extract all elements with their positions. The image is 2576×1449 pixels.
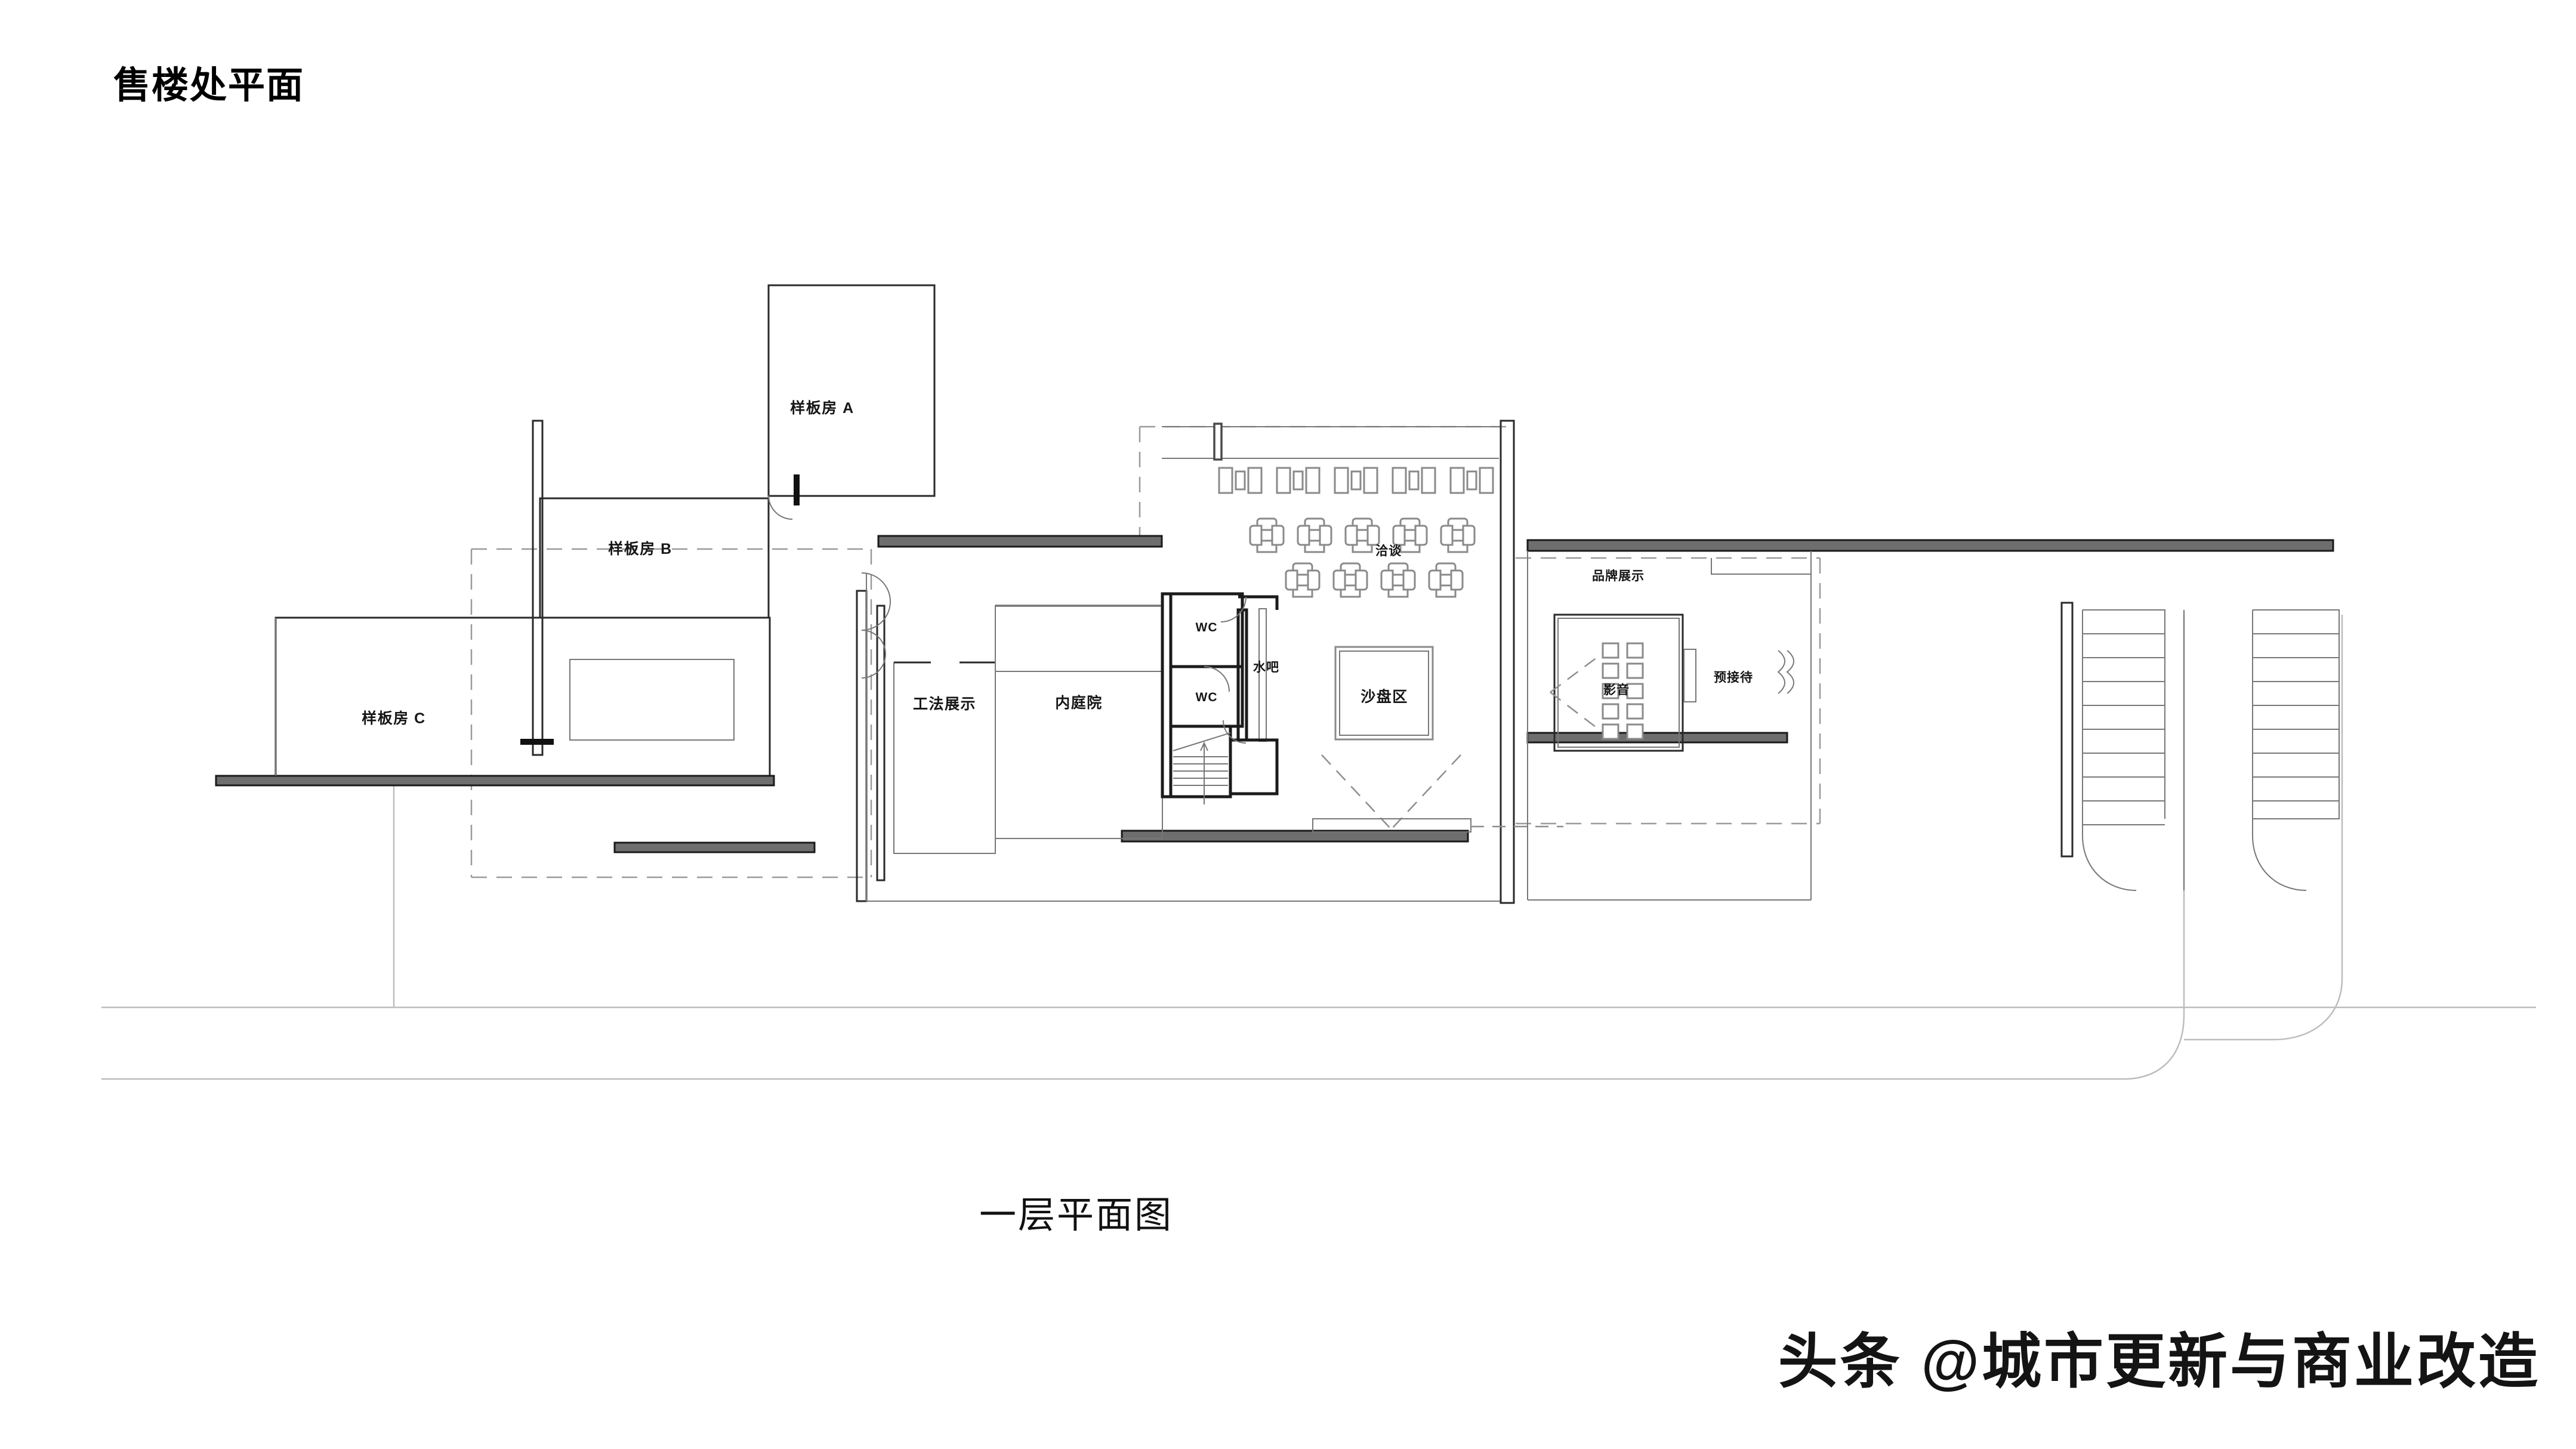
round-table-set [1285,562,1321,598]
figure-caption-text: 一层平面图 [979,1195,1173,1236]
round-table-set [1332,562,1368,598]
door-swing-left-lower [861,630,886,679]
room-label-inner-courtyard: 内庭院 [1055,694,1103,711]
misc-door-swings [768,495,891,679]
round-table-set [1428,562,1464,598]
slab-band-left-lower [215,775,775,787]
column-mark-1 [794,474,800,505]
room-label-wc-upper: WC [1196,621,1218,634]
round-table-set [1392,517,1428,553]
room-label-pre-reception: 预接待 [1714,670,1753,685]
room-inner-courtyard: 内庭院 [995,605,1163,839]
door-swing-wc [1204,666,1230,692]
display-units-row [1162,423,1499,494]
service-core: WC WC 水吧 [1161,592,1279,804]
site-context-lines [101,615,2536,1080]
slab-band-center-lower [1121,830,1469,843]
parking-bays-right-block [2183,609,2340,891]
room-label-brand-display: 品牌展示 [1592,569,1645,583]
room-av: 影音 [1550,613,1684,752]
door-swing-model-a [768,495,793,520]
entrance-sightlines [1312,754,1563,833]
door-swing-bar-bot [1223,720,1247,744]
room-label-av: 影音 [1603,683,1630,697]
slab-band-center-upper [877,535,1163,548]
round-table-set [1344,517,1380,553]
negotiation-tables: 洽谈 [1249,517,1476,598]
page-title: 售楼处平面 [113,65,305,106]
column-mark-2 [520,739,554,745]
room-pre-reception: 预接待 [1683,649,1794,702]
room-label-model-a: 样板房 A [790,399,854,417]
door-swing-bar-top [1220,596,1247,622]
room-label-water-bar: 水吧 [1253,661,1279,674]
round-table-set [1440,517,1476,553]
room-label-negotiation: 洽谈 [1375,544,1402,558]
door-swing-left-upper [861,572,891,631]
slab-band-left-mid [613,841,816,853]
room-label-craft-display: 工法展示 [913,696,976,713]
room-label-sand-table: 沙盘区 [1361,688,1408,705]
slab-band-right-upper [1526,539,2334,552]
slab-band-right-lower [1526,732,1788,744]
parking-bays-left-block [2060,602,2165,891]
watermark: 头条 @城市更新与商业改造 [1778,1328,2540,1395]
room-sand-table: 沙盘区 [1334,646,1434,741]
stair-icon [1173,732,1231,804]
round-table-set [1380,562,1416,598]
room-label-wc-lower: WC [1196,690,1218,704]
room-model-house-a: 样板房 A [767,284,936,497]
room-brand-display: 品牌展示 [1527,551,1812,901]
room-label-model-b: 样板房 B [608,540,672,557]
round-table-set [1297,517,1332,553]
figure-caption: 一层平面图 [0,1185,2576,1238]
room-model-house-b: 样板房 B [539,497,770,741]
room-craft-display: 工法展示 [876,605,996,881]
room-model-house-c: 样板房 C [274,616,771,780]
room-label-model-c: 样板房 C [362,710,426,727]
round-table-set [1249,517,1285,553]
